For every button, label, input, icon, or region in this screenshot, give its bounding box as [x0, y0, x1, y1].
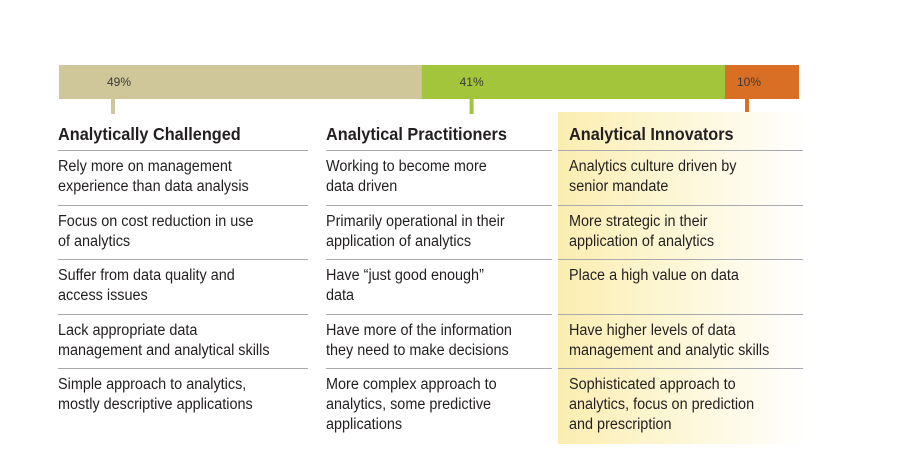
segment-pointer-tick	[111, 99, 115, 114]
bar-segment-analytically-challenged	[59, 65, 422, 99]
segment-percent-label: 49%	[107, 75, 131, 89]
column-analytically-challenged: Analytically Challenged Rely more on man…	[58, 118, 308, 423]
bar-segment-analytical-innovators	[725, 65, 799, 99]
column-analytical-innovators: Analytical Innovators Analytics culture …	[558, 118, 803, 433]
table-cell: Have “just good enough”data	[326, 259, 552, 314]
column-heading: Analytically Challenged	[58, 124, 241, 144]
segment-percent-label: 10%	[737, 75, 761, 89]
table-cell: Place a high value on data	[558, 259, 803, 314]
stacked-share-bar: 49% 41% 10%	[59, 65, 799, 114]
segment-pointer-tick	[469, 99, 474, 114]
innovators-highlight	[558, 112, 808, 444]
table-cell: Simple approach to analytics,mostly desc…	[58, 368, 308, 423]
column-heading: Analytical Practitioners	[326, 124, 507, 144]
segment-percent-label: 41%	[460, 75, 484, 89]
column-heading: Analytical Innovators	[569, 124, 734, 144]
column-analytical-practitioners: Analytical Practitioners Working to beco…	[326, 118, 552, 433]
bar-segment-analytical-practitioners	[421, 65, 725, 99]
segment-pointer-tick	[745, 99, 749, 114]
